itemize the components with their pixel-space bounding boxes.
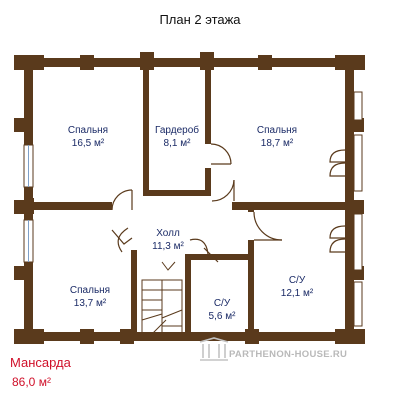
room-wc-small: С/У 5,6 м²: [209, 298, 237, 322]
room-name: С/У: [214, 298, 231, 309]
floor-area: 86,0 м²: [12, 375, 51, 389]
window-right-1: [353, 91, 363, 121]
room-name: Спальня: [257, 125, 297, 136]
room-area: 11,3 м²: [152, 241, 184, 252]
room-name: Гардероб: [155, 124, 199, 136]
window-right-4: [353, 281, 363, 327]
window-right-2: [353, 134, 363, 192]
room-area: 18,7 м²: [261, 138, 294, 149]
room-name: Спальня: [70, 285, 110, 296]
room-area: 13,7 м²: [74, 298, 107, 309]
floor-label: Мансарда: [10, 355, 72, 370]
room-wc-large: С/У 12,1 м²: [281, 275, 314, 299]
interior-doors: [111, 143, 283, 263]
room-name: С/У: [289, 275, 306, 286]
balcony-doors: [329, 149, 346, 253]
room-bedroom-1: Спальня 16,5 м²: [68, 125, 108, 149]
staircase: [141, 261, 183, 337]
room-area: 16,5 м²: [72, 138, 105, 149]
room-name: Холл: [156, 228, 180, 239]
interior-walls: [24, 58, 354, 341]
plan-title: План 2 этажа: [159, 12, 241, 27]
room-name: Спальня: [68, 125, 108, 136]
watermark-text: PARTHENON-HOUSE.RU: [229, 349, 347, 360]
room-area: 5,6 м²: [209, 311, 237, 322]
room-bedroom-2: Спальня 13,7 м²: [70, 285, 110, 309]
room-area: 12,1 м²: [281, 288, 314, 299]
room-area: 8,1 м²: [164, 138, 192, 149]
room-wardrobe: Гардероб 8,1 м²: [155, 124, 199, 149]
watermark-logo: [199, 337, 229, 361]
room-hall: Холл 11,3 м²: [152, 228, 184, 252]
room-bedroom-3: Спальня 18,7 м²: [257, 125, 297, 149]
window-right-3: [353, 213, 363, 271]
windows: [23, 91, 363, 327]
